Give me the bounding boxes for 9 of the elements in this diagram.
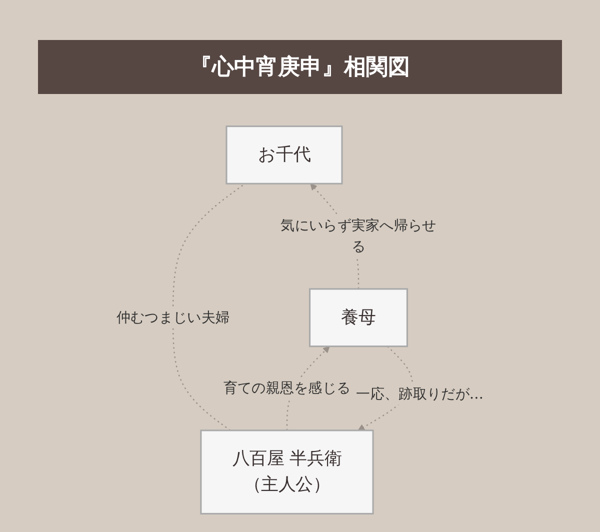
edge-label: 仲むつまじい夫婦 [116, 309, 230, 326]
title-banner: 『心中宵庚申』相関図 [38, 40, 562, 94]
node-box: 八百屋 半兵衛 （主人公） [200, 430, 374, 514]
node-box: お千代 [226, 126, 343, 184]
node-box: 養母 [308, 288, 408, 348]
connector [172, 183, 246, 431]
edge-label: 一応、跡取りだが… [356, 386, 484, 403]
edge-label: 育ての親恩を感じる [223, 380, 351, 397]
edge-label: 気にいらず実家へ帰らせる [280, 217, 436, 256]
